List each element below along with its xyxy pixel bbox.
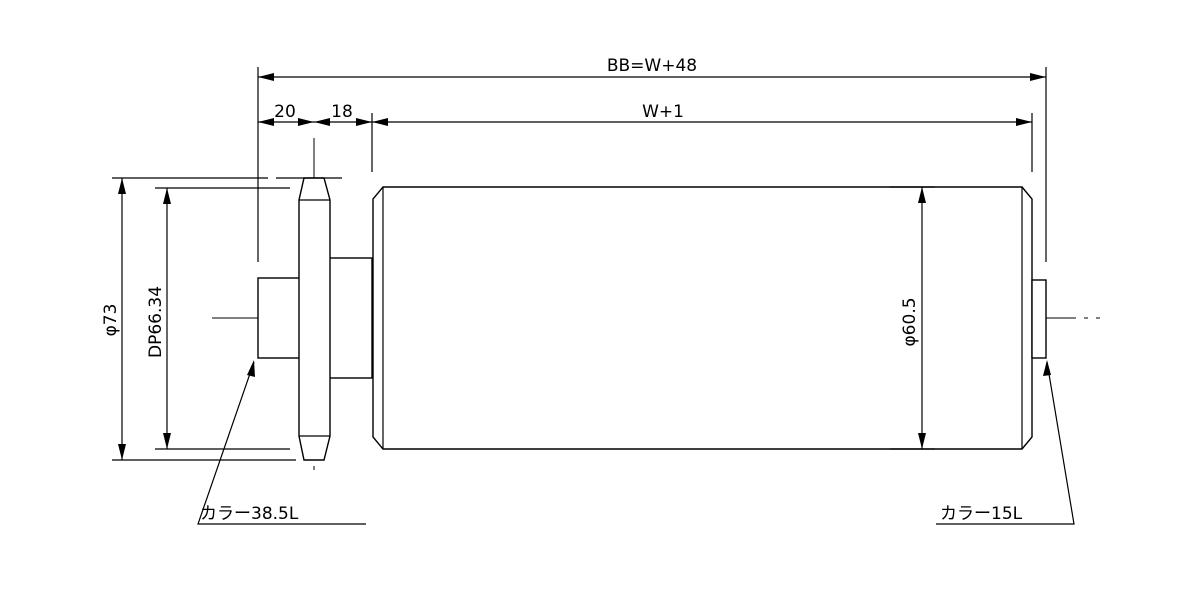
arrow-tube-bottom (918, 433, 926, 449)
arrow-18-left (314, 118, 330, 126)
arrow-w1-right (1016, 118, 1032, 126)
leader-right-collar (936, 361, 1075, 525)
arrow-pd-top (163, 188, 171, 204)
roller-tube (372, 186, 1033, 450)
arrow-od-bottom (118, 444, 126, 460)
right-collar (1031, 279, 1047, 359)
callout-left-collar: カラー38.5L (200, 504, 299, 524)
arrow-pd-bottom (163, 433, 171, 449)
arrow-leader-right (1043, 360, 1051, 376)
arrow-overall-right (1030, 73, 1046, 81)
label-tube-diameter: φ60.5 (900, 297, 920, 346)
arrow-w1-left (372, 118, 388, 126)
label-pitch-diameter: DP66.34 (146, 286, 166, 358)
label-overall-length: BB=W+48 (607, 56, 697, 76)
left-collar (257, 277, 304, 359)
sprocket (298, 177, 331, 461)
arrow-od-top (118, 178, 126, 194)
arrow-20-right (298, 118, 314, 126)
label-sprocket-od: φ73 (101, 304, 121, 337)
arrow-20-left (258, 118, 274, 126)
hub (328, 257, 373, 379)
arrow-overall-left (258, 73, 274, 81)
label-hub-width: 18 (331, 102, 353, 122)
leader-left-collar (197, 361, 366, 525)
label-collar-width: 20 (274, 102, 296, 122)
callout-right-collar: カラー15L (940, 504, 1023, 524)
arrow-tube-top (918, 187, 926, 203)
arrow-leader-left (247, 360, 255, 377)
label-tube-length: W+1 (642, 102, 684, 122)
arrow-18-right (356, 118, 372, 126)
